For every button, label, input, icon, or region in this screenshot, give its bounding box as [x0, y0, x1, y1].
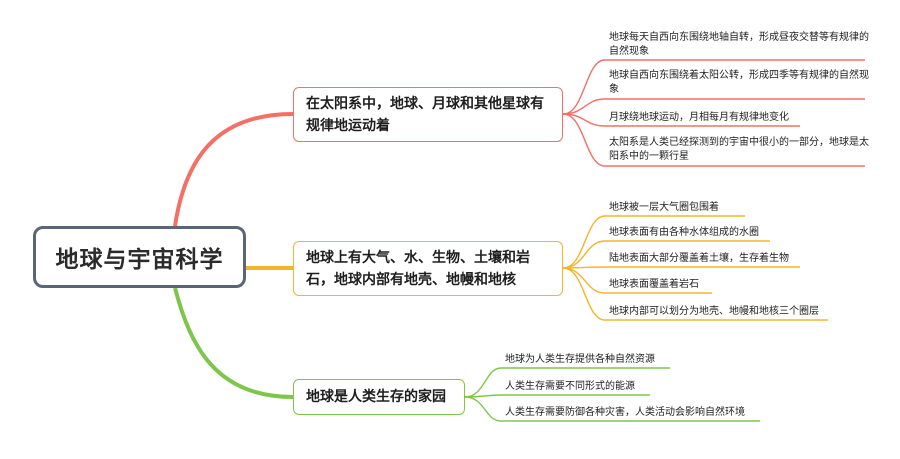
leaf-atmosphere[interactable]: 地球被一层大气圈包围着 — [609, 202, 719, 213]
leaf-revolution[interactable]: 地球自西向东围绕着太阳公转，形成四季等有规律的自然现象 — [609, 70, 869, 95]
connector-root-branch1 — [173, 112, 294, 227]
branch-earth-structure[interactable]: 地球上有大气、水、生物、土壤和岩石，地球内部有地壳、地幔和地核 — [293, 241, 563, 296]
leaf-disasters[interactable]: 人类生存需要防御各种灾害，人类活动会影响自然环境 — [505, 407, 745, 418]
leaf-energy[interactable]: 人类生存需要不同形式的能源 — [505, 381, 635, 392]
branch1-leaf-connectors — [562, 59, 865, 167]
central-topic[interactable]: 地球与宇宙科学 — [33, 226, 246, 288]
leaf-layers[interactable]: 地球内部可以划分为地壳、地幔和地核三个圈层 — [609, 306, 819, 317]
connector-root-branch3 — [173, 287, 294, 399]
leaf-moon-phases[interactable]: 月球绕地球运动，月相每月有规律地变化 — [609, 112, 789, 123]
leaf-solar-system[interactable]: 太阳系是人类已经探测到的宇宙中很小的一部分，地球是太阳系中的一颗行星 — [609, 137, 869, 162]
leaf-hydrosphere[interactable]: 地球表面有由各种水体组成的水圈 — [609, 227, 759, 238]
leaf-rotation[interactable]: 地球每天自西向东围绕地轴自转，形成昼夜交替等有规律的自然现象 — [609, 32, 869, 57]
branch-human-home[interactable]: 地球是人类生存的家园 — [293, 379, 465, 415]
leaf-soil[interactable]: 陆地表面大部分覆盖着土壤，生存着生物 — [609, 253, 789, 264]
leaf-rock[interactable]: 地球表面覆盖着岩石 — [609, 279, 699, 290]
branch3-leaf-connectors — [464, 367, 760, 422]
branch-solar-system[interactable]: 在太阳系中，地球、月球和其他星球有规律地运动着 — [293, 87, 563, 142]
branch2-leaf-connectors — [562, 215, 828, 321]
leaf-resources[interactable]: 地球为人类生存提供各种自然资源 — [505, 354, 655, 365]
